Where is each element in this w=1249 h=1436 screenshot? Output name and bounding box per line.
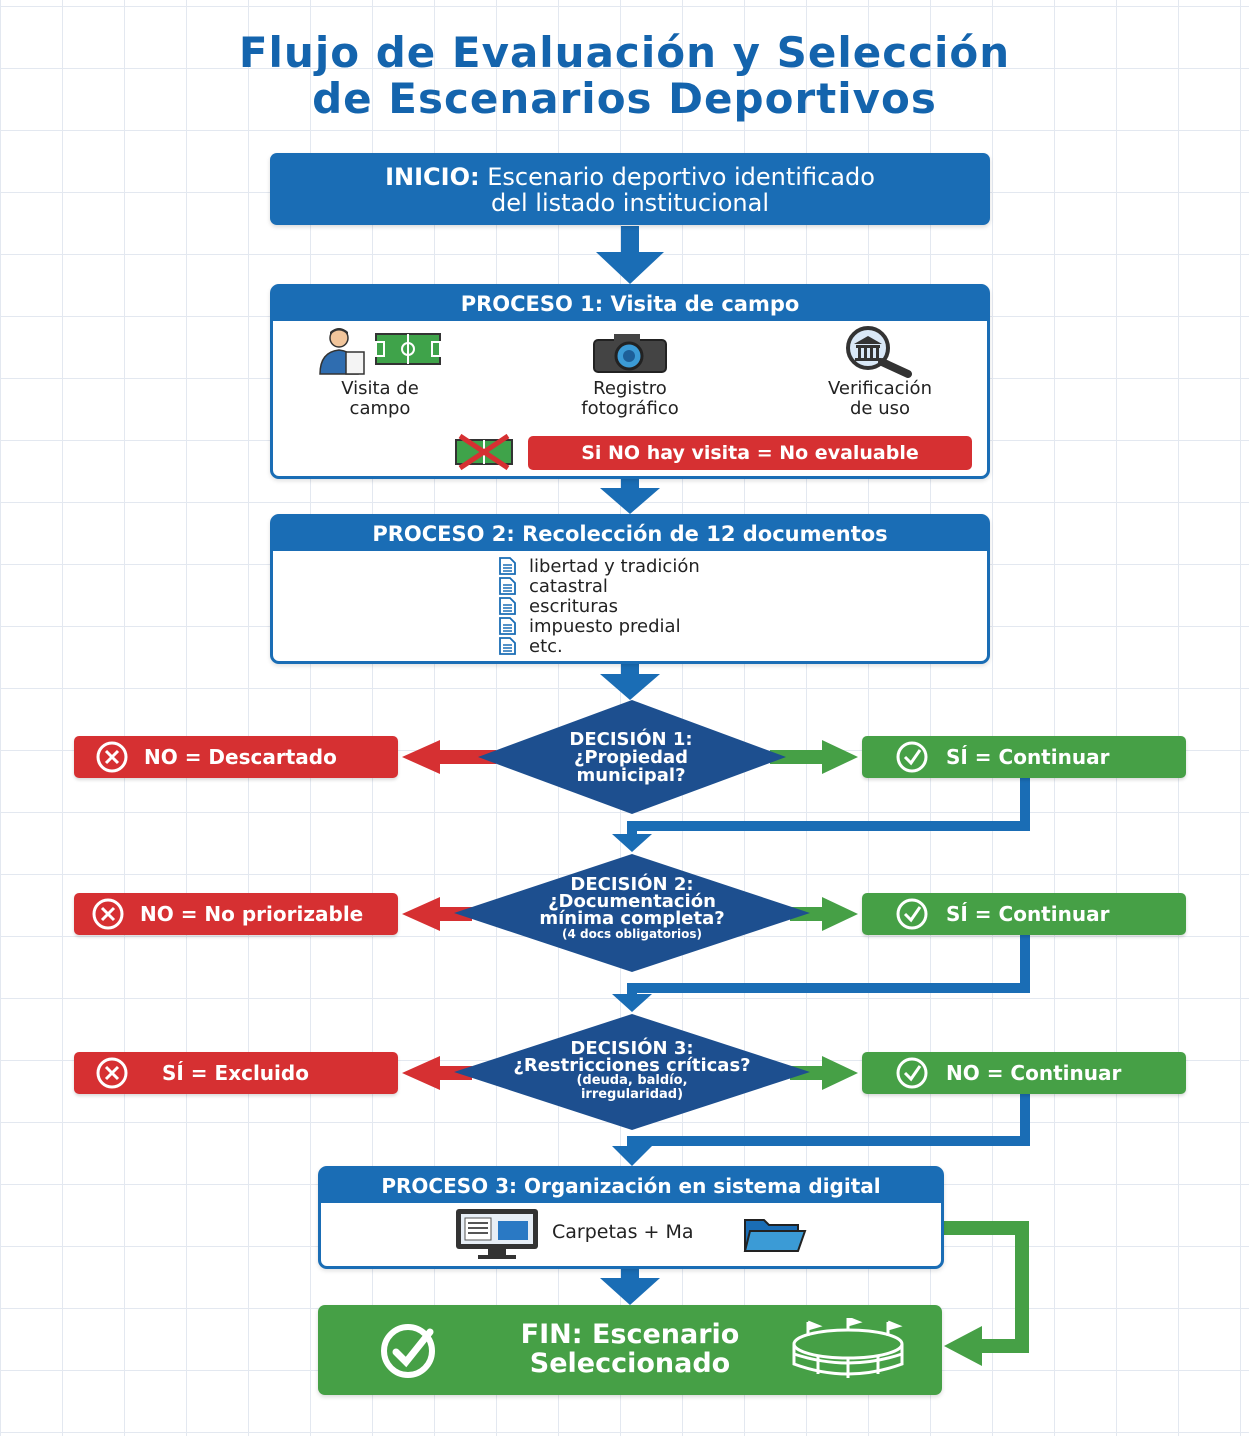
- document-label: libertad y tradición: [529, 555, 700, 577]
- document-icon: [499, 577, 516, 595]
- magnifier-building-icon: [846, 326, 912, 378]
- decision-2-diamond: [454, 854, 810, 972]
- process-2-box: PROCESO 2: Recolección de 12 documentos: [270, 514, 990, 664]
- down-arrow-p1: [600, 478, 660, 514]
- step-registro-line-2: fotográfico: [581, 398, 679, 419]
- decision-2-title: DECISIÓN 2:: [570, 874, 694, 895]
- document-item: etc.: [497, 635, 700, 657]
- end-line-1: FIN: Escenario: [520, 1319, 740, 1350]
- document-icon: [499, 597, 516, 615]
- start-box: INICIO: Escenario deportivo identificado…: [270, 153, 990, 225]
- decision-2-yes-box: SÍ = Continuar: [862, 893, 1186, 935]
- step-verificacion-line-1: Verificación: [828, 378, 932, 399]
- document-item: libertad y tradición: [497, 555, 700, 577]
- decision-1-no-label: NO = Descartado: [144, 745, 337, 769]
- page-title: Flujo de Evaluación y Selección de Escen…: [0, 30, 1249, 122]
- loop-arrow-1: [627, 777, 1030, 838]
- x-circle-icon: [96, 1057, 128, 1089]
- step-registro-line-1: Registro: [593, 378, 667, 399]
- document-icon: [499, 557, 516, 575]
- title-line-1: Flujo de Evaluación y Selección: [238, 28, 1011, 77]
- decision-2-no-box: NO = No priorizable: [74, 893, 398, 935]
- no-visit-warning: Si NO hay visita = No evaluable: [528, 436, 972, 470]
- check-circle-icon: [896, 1057, 928, 1089]
- decision-3-line-3: (deuda, baldío,: [576, 1073, 688, 1088]
- document-icon: [499, 617, 516, 635]
- start-prefix: INICIO:: [385, 163, 480, 191]
- green-bypass-arrow: [944, 1221, 1029, 1366]
- step-visita-label: Visita de campo: [300, 379, 460, 419]
- start-line-1: Escenario deportivo identificado: [487, 163, 875, 191]
- title-line-2: de Escenarios Deportivos: [312, 74, 937, 123]
- step-verificacion-label: Verificación de uso: [790, 379, 970, 419]
- decision-3-text: DECISIÓN 3: ¿Restricciones críticas? (de…: [472, 1040, 792, 1102]
- decision-1-line-2: ¿Propiedad: [573, 747, 689, 768]
- no-field-icon: [455, 433, 513, 471]
- d1-no-arrow: [402, 740, 496, 774]
- camera-icon: [593, 334, 667, 373]
- document-item: escrituras: [497, 595, 700, 617]
- step-registro-label: Registro fotográfico: [545, 379, 715, 419]
- document-icon: [499, 637, 516, 655]
- process-3-header: PROCESO 3: Organización en sistema digit…: [321, 1169, 941, 1203]
- decision-2-line-2: ¿Documentación: [548, 891, 716, 912]
- decision-1-title: DECISIÓN 1:: [569, 729, 693, 750]
- step-verificacion-line-2: de uso: [849, 398, 911, 419]
- decision-2-line-4: (4 docs obligatorios): [562, 927, 702, 941]
- down-arrow-p2: [600, 662, 660, 700]
- computer-monitor-icon: [456, 1209, 538, 1259]
- document-label: etc.: [529, 635, 563, 657]
- decision-3-yes-box: NO = Continuar: [862, 1052, 1186, 1094]
- field-visit-icon: [319, 328, 441, 375]
- decision-3-yes-label: NO = Continuar: [946, 1061, 1122, 1085]
- decision-3-diamond: [454, 1014, 810, 1130]
- decision-1-yes-box: SÍ = Continuar: [862, 736, 1186, 778]
- decision-2-line-3: mínima completa?: [539, 908, 725, 929]
- document-item: impuesto predial: [497, 615, 700, 637]
- step-visita-line-2: campo: [349, 398, 411, 419]
- decision-1-text: DECISIÓN 1: ¿Propiedad municipal?: [526, 731, 736, 785]
- decision-3-line-2: ¿Restricciones críticas?: [513, 1055, 751, 1076]
- decision-2-text: DECISIÓN 2: ¿Documentación mínima comple…: [492, 874, 772, 942]
- decision-1-diamond: [478, 700, 786, 814]
- x-circle-icon: [96, 741, 128, 773]
- decision-1-no-box: NO = Descartado: [74, 736, 398, 778]
- big-check-icon: [381, 1324, 435, 1378]
- decision-3-no-box: SÍ = Excluido: [74, 1052, 398, 1094]
- start-line-2: del listado institucional: [490, 189, 769, 217]
- d1-yes-arrow: [770, 740, 858, 774]
- end-box: [318, 1305, 942, 1395]
- decision-3-line-4: irregularidad): [580, 1087, 684, 1102]
- document-label: escrituras: [529, 595, 619, 617]
- x-circle-icon: [92, 898, 124, 930]
- check-circle-icon: [896, 898, 928, 930]
- decision-1-line-3: municipal?: [576, 765, 686, 786]
- step-visita-line-1: Visita de: [341, 378, 419, 399]
- decision-3-no-label: SÍ = Excluido: [162, 1061, 309, 1085]
- end-line-2: Seleccionado: [529, 1348, 731, 1379]
- process-2-header: PROCESO 2: Recolección de 12 documentos: [273, 517, 987, 551]
- decision-1-yes-label: SÍ = Continuar: [946, 745, 1110, 769]
- down-arrow-p3: [600, 1268, 660, 1305]
- check-circle-icon: [896, 741, 928, 773]
- decision-2-no-label: NO = No priorizable: [140, 902, 364, 926]
- decision-2-yes-label: SÍ = Continuar: [946, 902, 1110, 926]
- stadium-icon: [792, 1318, 904, 1378]
- loop-arrow-3: [627, 1093, 1030, 1150]
- end-text: FIN: Escenario Seleccionado: [420, 1320, 840, 1378]
- folder-icon: [743, 1219, 807, 1252]
- document-item: catastral: [497, 575, 700, 597]
- document-label: catastral: [529, 575, 608, 597]
- process-1-header: PROCESO 1: Visita de campo: [273, 287, 987, 321]
- down-arrow-start: [596, 226, 664, 284]
- document-label: impuesto predial: [529, 615, 681, 637]
- decision-3-title: DECISIÓN 3:: [570, 1038, 694, 1059]
- loop-arrow-2: [627, 934, 1030, 998]
- process-3-box: PROCESO 3: Organización en sistema digit…: [318, 1166, 944, 1269]
- process-3-label: Carpetas + Ma: [552, 1221, 694, 1243]
